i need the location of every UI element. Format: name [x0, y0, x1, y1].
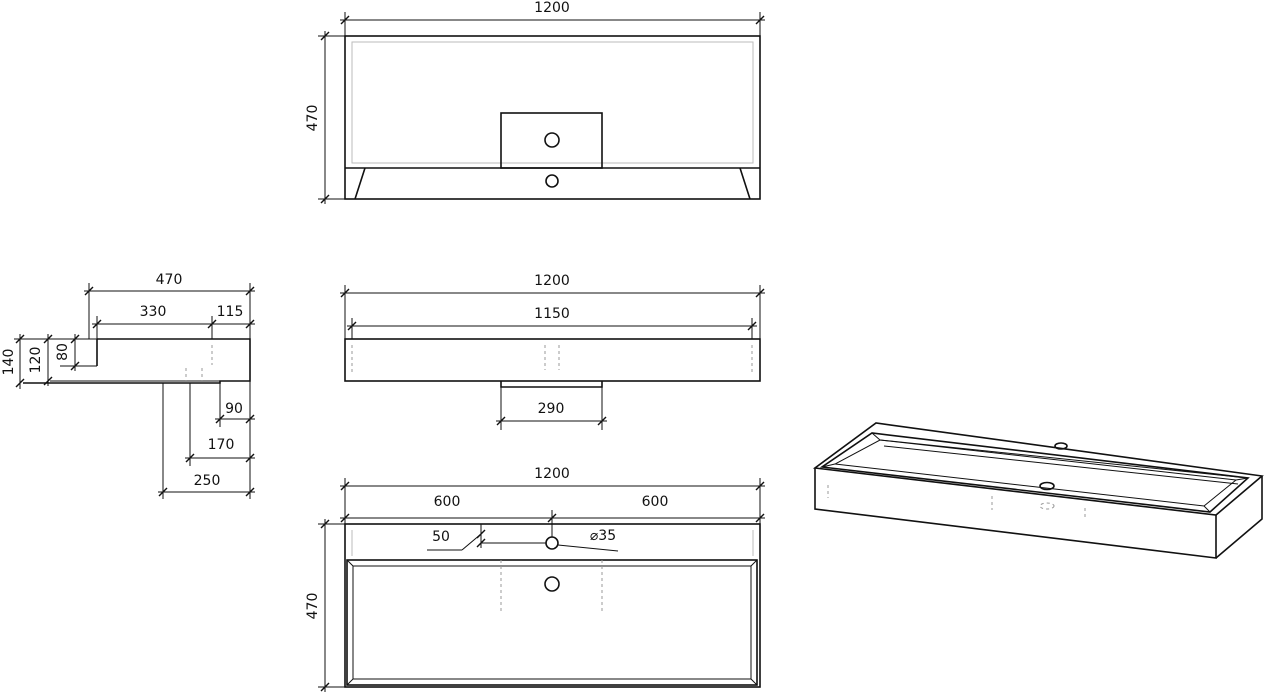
- front-overflow-hole: [545, 174, 559, 188]
- iso-front-face: [814, 468, 1217, 559]
- iso-basin-floor: [833, 439, 1238, 507]
- dim-label-120: 120: [28, 347, 44, 374]
- front-view: 1200 470: [305, 0, 765, 204]
- plan-tap-hole: [545, 536, 559, 550]
- side-view: 470 330 115 140 120 80 90: [1, 272, 255, 499]
- dim-label-115: 115: [217, 304, 244, 320]
- front-tap-hole: [544, 132, 560, 148]
- dim-label-diameter-35: ⌀35: [590, 528, 616, 544]
- dim-label-250: 250: [194, 473, 221, 489]
- dim-label-600-left: 600: [434, 494, 461, 510]
- dim-label-470-plan: 470: [305, 593, 321, 620]
- dim-label-170: 170: [208, 437, 235, 453]
- dim-label-1150: 1150: [534, 306, 570, 322]
- plan-view: 1200 600 600 50 ⌀35 470: [305, 466, 765, 692]
- edge-overflow-channel: [500, 381, 603, 388]
- edge-outline: [344, 338, 761, 382]
- dim-label-470-front: 470: [305, 105, 321, 132]
- edge-view: 1200 1150 290: [340, 273, 765, 430]
- iso-side-face: [1215, 476, 1263, 559]
- dim-label-1200-edge: 1200: [534, 273, 570, 289]
- dim-label-600-right: 600: [642, 494, 669, 510]
- dim-label-1200-plan: 1200: [534, 466, 570, 482]
- dim-label-470-side: 470: [156, 272, 183, 288]
- dim-label-1200-front: 1200: [534, 0, 570, 16]
- dim-label-140: 140: [1, 349, 17, 376]
- dim-label-290: 290: [538, 401, 565, 417]
- iso-drain-hole: [1039, 481, 1055, 491]
- side-outline: [23, 338, 251, 384]
- dim-label-90: 90: [225, 401, 243, 417]
- plan-basin-outer: [346, 559, 758, 686]
- dim-label-330: 330: [140, 304, 167, 320]
- front-outline: [344, 35, 761, 200]
- isometric-view: [812, 422, 1264, 559]
- iso-tap-hole: [1054, 442, 1068, 450]
- front-tap-deck: [500, 112, 603, 169]
- front-inner-edge: [351, 41, 754, 164]
- dim-label-50: 50: [432, 529, 450, 545]
- dim-label-80: 80: [55, 343, 71, 361]
- front-taper-right: [739, 167, 751, 200]
- plan-drain-hole: [544, 576, 560, 592]
- front-taper-left: [354, 167, 366, 200]
- plan-basin-inner: [352, 565, 752, 680]
